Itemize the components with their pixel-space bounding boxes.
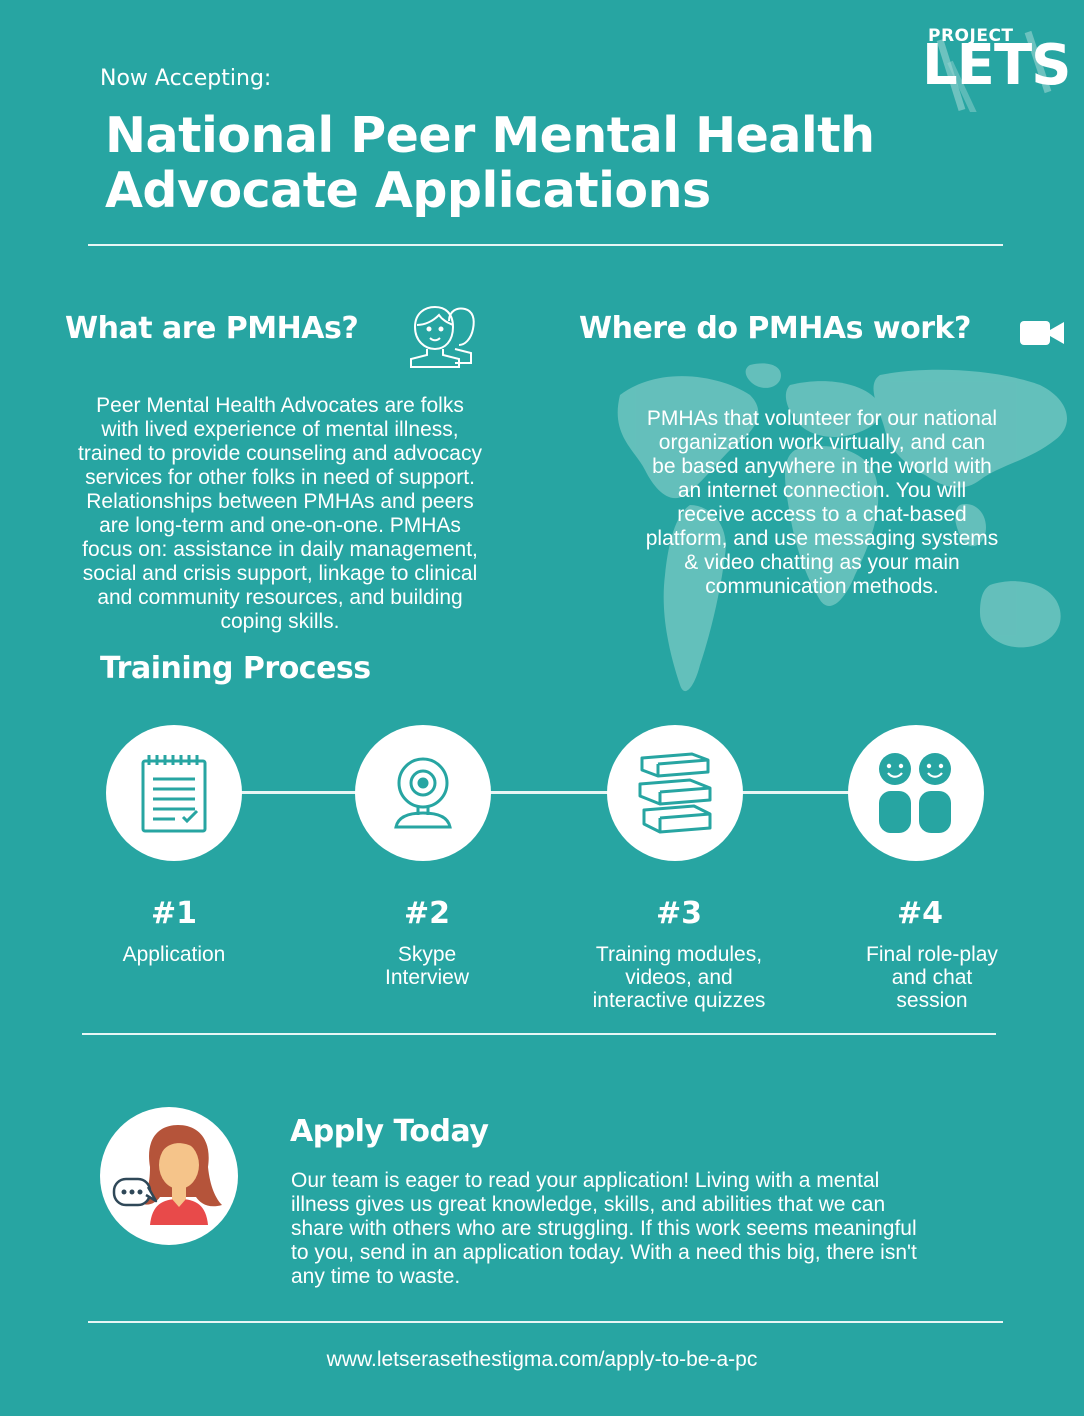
step-3-number: #3 [655, 896, 702, 931]
step-2-circle [355, 725, 491, 861]
step-2-label-line: Interview [384, 966, 470, 989]
where-line: communication methods. [705, 575, 939, 598]
step-1-label-line: Application [122, 943, 226, 966]
title-line-1: National Peer Mental Health [105, 107, 875, 164]
apply-line: share with others who are struggling. If… [291, 1217, 917, 1240]
where-heading: Where do PMHAs work? [579, 311, 971, 346]
where-paragraph: PMHAs that volunteer for our national or… [612, 407, 1032, 599]
step-4-label-line: session [896, 989, 968, 1012]
webcam-icon [394, 757, 452, 829]
what-heading: What are PMHAs? [65, 311, 359, 346]
step-2-label-line: Skype [397, 943, 457, 966]
steps-connector-line [170, 791, 920, 794]
apply-circle [100, 1107, 238, 1245]
divider-bottom [88, 1321, 1003, 1323]
video-camera-icon [1020, 321, 1064, 345]
step-3-label-line: Training modules, [595, 943, 763, 966]
apply-paragraph: Our team is eager to read your applicati… [291, 1169, 991, 1289]
divider-middle [82, 1033, 996, 1035]
step-3-label: Training modules, videos, and interactiv… [569, 943, 789, 1012]
step-1-number: #1 [150, 896, 197, 931]
checklist-icon [141, 755, 207, 833]
where-line: an internet connection. You will [677, 479, 967, 502]
what-line: with lived experience of mental illness, [101, 418, 459, 441]
step-4-label: Final role-play and chat session [822, 943, 1042, 1012]
apply-line: Our team is eager to read your applicati… [291, 1169, 880, 1192]
woman-speech-icon [112, 1125, 222, 1225]
step-1-label: Application [64, 943, 284, 966]
logo-project-text: PROJECT [928, 26, 1014, 46]
apply-heading: Apply Today [290, 1114, 489, 1149]
where-line: PMHAs that volunteer for our national [646, 407, 998, 430]
apply-line: to you, send in an application today. Wi… [291, 1241, 917, 1264]
logo-lets-text: LETS [922, 33, 1071, 98]
where-line: receive access to a chat-based [677, 503, 967, 526]
step-4-label-line: and chat [891, 966, 973, 989]
title-line-2: Advocate Applications [105, 162, 711, 219]
project-lets-logo: PROJECT LETS [920, 22, 1071, 112]
step-4-number: #4 [896, 896, 943, 931]
page-title: National Peer Mental Health Advocate App… [105, 108, 1005, 218]
where-line: organization work virtually, and can [658, 431, 986, 454]
training-heading: Training Process [100, 651, 371, 686]
step-4-circle [848, 725, 984, 861]
what-line: and community resources, and building [97, 586, 463, 609]
apply-url-link[interactable]: www.letserasethestigma.com/apply-to-be-a… [326, 1348, 758, 1371]
step-1-circle [106, 725, 242, 861]
what-line: Relationships between PMHAs and peers [86, 490, 474, 513]
what-line: Peer Mental Health Advocates are folks [96, 394, 464, 417]
chat-people-icon [879, 753, 951, 833]
what-paragraph: Peer Mental Health Advocates are folks w… [60, 394, 500, 634]
what-line: social and crisis support, linkage to cl… [82, 562, 478, 585]
what-line: coping skills. [220, 610, 340, 633]
now-accepting-label: Now Accepting: [100, 66, 272, 91]
logo-brush-marks-icon [936, 30, 1052, 112]
where-line: be based anywhere in the world with [652, 455, 992, 478]
divider-top [88, 244, 1003, 246]
where-line: platform, and use messaging systems [645, 527, 999, 550]
apply-line: illness gives us great knowledge, skills… [291, 1193, 886, 1216]
step-2-number: #2 [403, 896, 450, 931]
books-icon [638, 752, 712, 834]
step-3-label-line: videos, and [625, 966, 733, 989]
step-3-label-line: interactive quizzes [592, 989, 766, 1012]
people-icon [410, 305, 475, 368]
where-line: & video chatting as your main [684, 551, 960, 574]
what-line: focus on: assistance in daily management… [82, 538, 478, 561]
step-3-circle [607, 725, 743, 861]
world-map-icon [617, 363, 1067, 692]
step-4-label-line: Final role-play [866, 943, 998, 966]
step-2-label: Skype Interview [317, 943, 537, 989]
what-line: services for other folks in need of supp… [85, 466, 475, 489]
what-line: trained to provide counseling and advoca… [78, 442, 482, 465]
what-line: are long-term and one-on-one. PMHAs [99, 514, 461, 537]
apply-line: any time to waste. [291, 1265, 461, 1288]
